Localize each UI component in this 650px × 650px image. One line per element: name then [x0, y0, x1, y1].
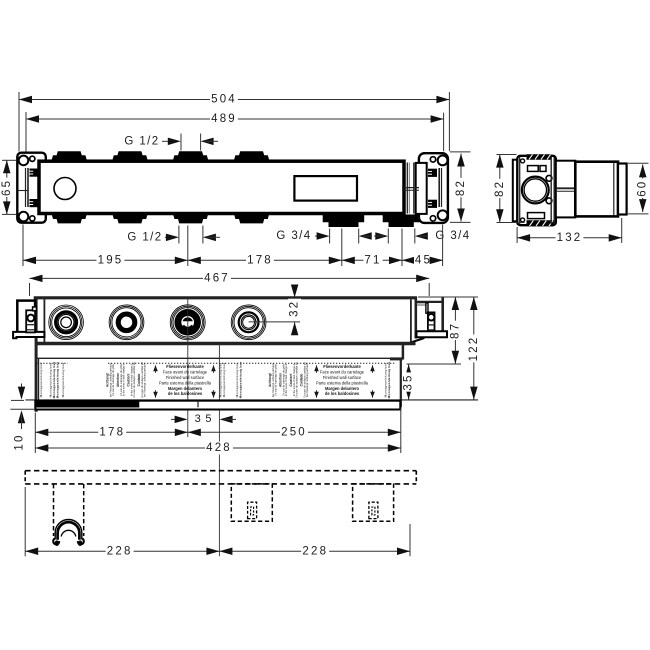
svg-text:504: 504 — [211, 94, 237, 106]
svg-text:Montageanleitung bea: Montageanleitung bea — [52, 362, 56, 399]
svg-text:Face avant du carrelage: Face avant du carrelage — [320, 370, 365, 375]
svg-text:G 3/4: G 3/4 — [276, 230, 311, 242]
svg-text:178: 178 — [247, 254, 273, 266]
svg-text:60: 60 — [637, 180, 649, 197]
svg-text:Achtung!: Achtung! — [106, 373, 110, 387]
svg-text:Montageanleitung bea: Montageanleitung bea — [222, 363, 226, 398]
svg-text:Montageanleitung bea: Montageanleitung bea — [219, 363, 223, 398]
svg-text:Attention: Attention — [279, 373, 283, 387]
svg-text:Montageanleitung bea: Montageanleitung bea — [387, 362, 391, 399]
svg-text:En cas de carrelage de grille: En cas de carrelage de grille — [282, 364, 285, 396]
svg-text:Face avant du carrelage: Face avant du carrelage — [163, 370, 208, 375]
svg-text:132: 132 — [557, 232, 583, 244]
svg-text:Finished wall surface: Finished wall surface — [166, 375, 205, 380]
svg-text:Margen delantero: Margen delantero — [325, 386, 360, 391]
svg-text:Montageanleitung bea: Montageanleitung bea — [384, 363, 388, 398]
svg-text:G 1/2: G 1/2 — [124, 135, 159, 147]
svg-text:de los baldosines: de los baldosines — [325, 391, 360, 396]
svg-text:87: 87 — [449, 322, 461, 339]
svg-text:Montageanleitung bea: Montageanleitung bea — [56, 362, 60, 399]
svg-text:En caso de azulejos cambiar du: En caso de azulejos cambiar du — [133, 362, 136, 398]
svg-text:Finished wall surface: Finished wall surface — [323, 375, 362, 380]
svg-text:En caso de azulejos cambiar du: En caso de azulejos cambiar du — [141, 362, 144, 398]
svg-text:Cuidado: Cuidado — [300, 374, 304, 387]
svg-text:10: 10 — [14, 433, 26, 450]
svg-text:195: 195 — [98, 254, 124, 266]
svg-text:35: 35 — [403, 373, 415, 390]
svg-text:65: 65 — [1, 179, 13, 196]
svg-text:178: 178 — [99, 426, 125, 438]
svg-text:3 5: 3 5 — [195, 413, 213, 425]
svg-text:82: 82 — [455, 179, 467, 196]
svg-text:467: 467 — [204, 272, 230, 284]
svg-text:71: 71 — [364, 254, 381, 266]
svg-text:bei Fliesengr. achtung umlaufe: bei Fliesengr. achtung umlaufe — [143, 362, 146, 397]
svg-text:En cas de carrelage de grille: En cas de carrelage de grille — [274, 364, 277, 396]
svg-text:In the event of tiled change d: In the event of tiled change d — [285, 363, 288, 396]
svg-text:Achtung!: Achtung! — [268, 373, 272, 387]
svg-text:Parte esterna della piastrella: Parte esterna della piastrella — [159, 380, 212, 385]
svg-text:Attention: Attention — [116, 373, 120, 387]
svg-text:Montageanleitung bea: Montageanleitung bea — [239, 362, 243, 399]
svg-text:32: 32 — [289, 300, 301, 317]
svg-text:Fliesenvorderkante: Fliesenvorderkante — [323, 364, 361, 369]
svg-text:228: 228 — [302, 545, 328, 557]
svg-text:228: 228 — [107, 545, 133, 557]
svg-text:428: 428 — [206, 442, 232, 454]
svg-text:Caution!: Caution! — [289, 374, 293, 387]
svg-text:In the event of tiled change d: In the event of tiled change d — [122, 363, 125, 396]
svg-text:Cuidado: Cuidado — [137, 374, 141, 387]
svg-text:Montageanleitung bea: Montageanleitung bea — [235, 363, 239, 398]
svg-text:In the event of tiled change d: In the event of tiled change d — [130, 363, 133, 396]
svg-text:En caso de azulejos cambiar du: En caso de azulejos cambiar du — [295, 362, 298, 398]
svg-text:Montageanleitung bea: Montageanleitung bea — [39, 363, 43, 398]
svg-text:En cas de carrelage de grille: En cas de carrelage de grille — [112, 364, 115, 396]
svg-text:489: 489 — [211, 113, 237, 125]
svg-text:de los baldosines: de los baldosines — [168, 391, 203, 396]
svg-text:In the event of tiled change d: In the event of tiled change d — [293, 363, 296, 396]
svg-text:G 3/4: G 3/4 — [435, 230, 470, 242]
svg-text:En cas de carrelage de grille: En cas de carrelage de grille — [120, 364, 123, 396]
svg-text:G 1/2: G 1/2 — [127, 231, 162, 243]
svg-text:250: 250 — [281, 426, 307, 438]
svg-text:Caution!: Caution! — [127, 374, 131, 387]
svg-text:82: 82 — [494, 180, 506, 197]
svg-text:En caso de azulejos cambiar du: En caso de azulejos cambiar du — [303, 362, 306, 398]
svg-text:Margen delantero: Margen delantero — [168, 386, 203, 391]
svg-text:45: 45 — [415, 254, 432, 266]
svg-text:bei Fliesengr. achtung umlaufe: bei Fliesengr. achtung umlaufe — [109, 362, 112, 397]
svg-text:bei Fliesengr. achtung umlaufe: bei Fliesengr. achtung umlaufe — [272, 362, 275, 397]
svg-text:Parte esterna della piastrella: Parte esterna della piastrella — [316, 380, 369, 385]
svg-text:122: 122 — [468, 336, 480, 362]
svg-text:Montageanleitung bea: Montageanleitung bea — [49, 363, 53, 398]
svg-text:bei Fliesengr. achtung umlaufe: bei Fliesengr. achtung umlaufe — [306, 362, 309, 397]
svg-text:Montageanleitung bea: Montageanleitung bea — [61, 363, 65, 398]
svg-text:Fliesenvorderkante: Fliesenvorderkante — [166, 364, 204, 369]
